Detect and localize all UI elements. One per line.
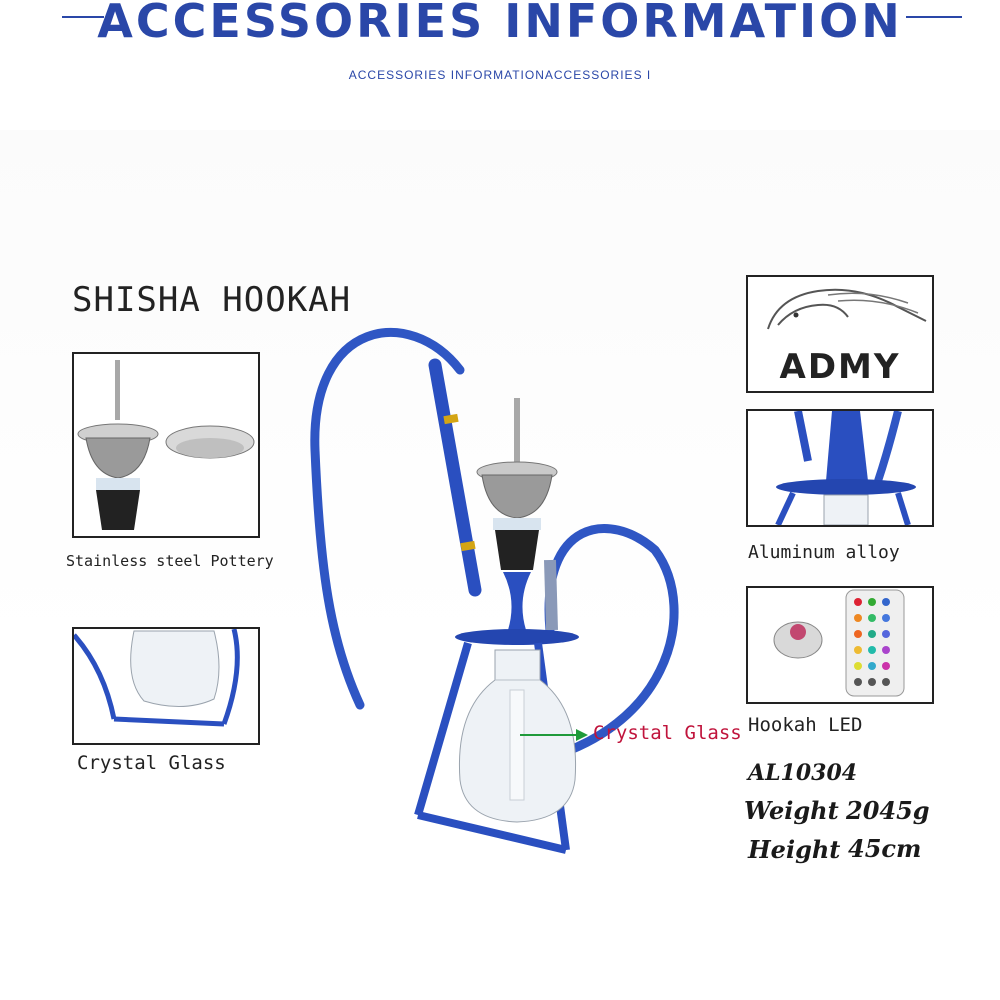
brand-logo-box: ADMY	[746, 275, 934, 393]
callout-arrow	[520, 727, 590, 743]
title-rule-left	[62, 16, 104, 18]
accessory-aluminum-alloy-image	[746, 409, 934, 527]
accessory-crystal-glass-image	[72, 627, 260, 745]
page-title: ACCESSORIES INFORMATION	[97, 0, 903, 48]
accessory-crystal-glass-label: Crystal Glass	[77, 752, 226, 774]
header: ACCESSORIES INFORMATION ACCESSORIES INFO…	[0, 0, 1000, 130]
spec-weight-label: Weight	[744, 796, 839, 825]
accessory-led-image	[746, 586, 934, 704]
hookah-illustration	[310, 328, 679, 854]
spec-weight-value: 2045g	[846, 796, 930, 825]
spec-height-value: 45cm	[848, 834, 922, 863]
hookah-image	[290, 310, 690, 860]
accessory-led-label: Hookah LED	[748, 714, 863, 736]
page-subtitle: ACCESSORIES INFORMATIONACCESSORIES I	[348, 68, 652, 82]
brand-logo-text: ADMY	[779, 347, 901, 387]
accessory-steel-pottery-label: Stainless steel Pottery	[66, 552, 274, 570]
spec-height-label: Height	[748, 835, 841, 864]
accessory-aluminum-alloy-label: Aluminum alloy	[748, 542, 900, 563]
horse-head-icon	[767, 288, 927, 330]
title-rule-right	[906, 16, 962, 18]
callout-label: Crystal Glass	[593, 722, 742, 744]
product-title: SHISHA HOOKAH	[72, 280, 352, 320]
accessory-steel-pottery-image	[72, 352, 260, 538]
spec-model: AL10304	[748, 760, 858, 786]
